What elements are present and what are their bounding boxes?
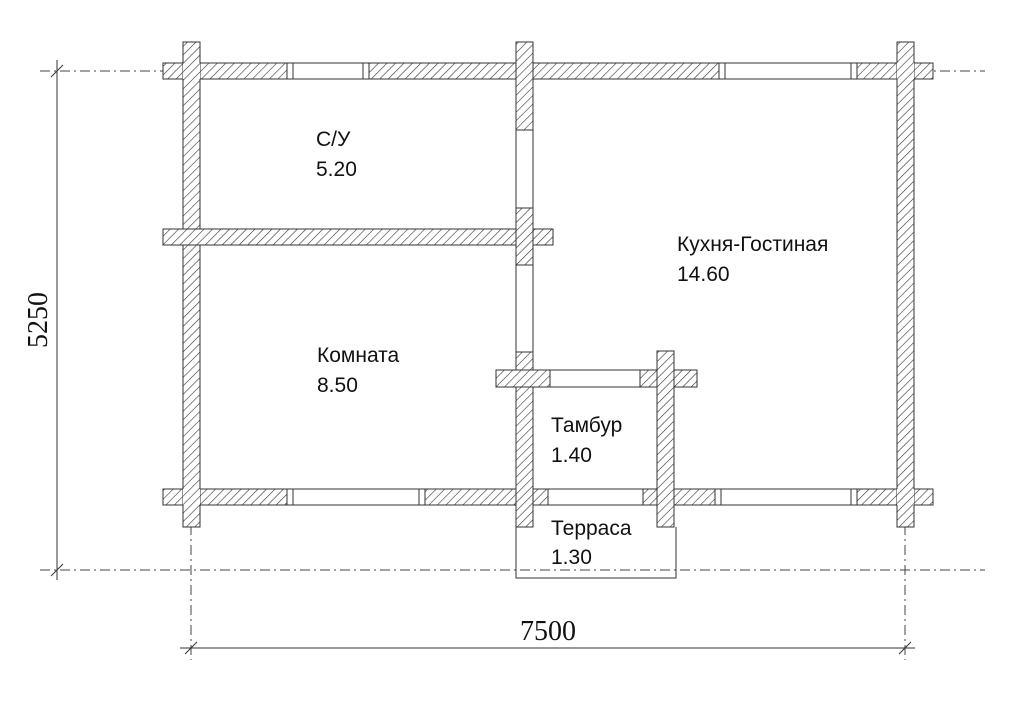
walls bbox=[162, 41, 934, 528]
room-area: 1.40 bbox=[551, 444, 592, 467]
width-dimension-label: 7500 bbox=[520, 616, 576, 647]
room-bedroom: Комната 8.50 bbox=[317, 344, 400, 397]
room-area: 1.30 bbox=[551, 546, 592, 569]
room-name: С/У bbox=[316, 128, 351, 151]
room-area: 14.60 bbox=[677, 263, 730, 286]
room-area: 8.50 bbox=[317, 374, 358, 397]
interior-door-opening bbox=[515, 129, 534, 209]
window bbox=[286, 62, 370, 80]
middle-wall-top bbox=[515, 41, 534, 131]
bathroom-wall bbox=[162, 228, 554, 246]
window bbox=[549, 369, 641, 388]
room-name: Кухня-Гостиная bbox=[677, 233, 828, 256]
window bbox=[718, 62, 858, 80]
vestibule-right-wall bbox=[656, 350, 675, 528]
room-vestibule: Тамбур 1.40 bbox=[551, 414, 622, 467]
room-area: 5.20 bbox=[316, 158, 357, 181]
room-name: Комната bbox=[317, 344, 400, 367]
entrance-door bbox=[547, 488, 644, 506]
room-name: Тамбур bbox=[551, 414, 622, 437]
height-dimension-label: 5250 bbox=[23, 292, 54, 348]
room-terrace: Терраса 1.30 bbox=[551, 517, 632, 569]
middle-wall-mid bbox=[515, 207, 534, 266]
interior-door-opening bbox=[515, 264, 534, 353]
room-name: Терраса bbox=[551, 517, 632, 540]
room-kitchen-living: Кухня-Гостиная 14.60 bbox=[677, 233, 828, 286]
room-bathroom: С/У 5.20 bbox=[316, 128, 357, 181]
openings bbox=[286, 62, 858, 579]
terrace-outline bbox=[515, 527, 677, 579]
left-wall bbox=[182, 41, 201, 528]
dimension-width: 7500 bbox=[180, 616, 915, 655]
right-wall bbox=[896, 41, 915, 528]
axis-lines bbox=[40, 70, 985, 660]
dimension-height: 5250 bbox=[23, 60, 64, 580]
window bbox=[714, 488, 858, 506]
middle-wall-bottom bbox=[515, 351, 534, 528]
window bbox=[286, 488, 426, 506]
